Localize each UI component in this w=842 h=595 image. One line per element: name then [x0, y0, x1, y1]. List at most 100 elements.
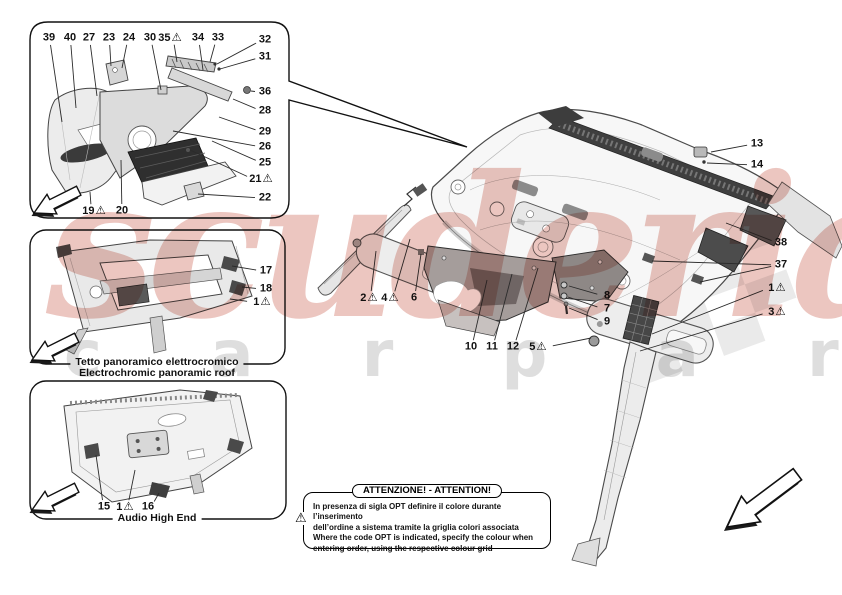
part-number: 22 [258, 191, 272, 204]
callout-pillar_trims-24: 24 [123, 32, 135, 44]
direction-arrow-box1 [31, 185, 82, 217]
warning-triangle-icon: ⚠ [171, 30, 182, 44]
leader-line [394, 238, 411, 292]
part-number: 40 [63, 31, 77, 44]
direction-arrow-box2 [29, 332, 80, 364]
part-number: 38 [774, 236, 788, 249]
callout-main-11: 11 [486, 341, 498, 353]
callout-pillar_trims-26: 26 [258, 140, 272, 153]
part-number: 17 [259, 264, 273, 277]
rear-corner-brackets [641, 181, 842, 285]
leader-line [209, 44, 216, 63]
overhead-console-bracket [423, 245, 629, 337]
part-number: 7 [603, 302, 611, 315]
leader-line [552, 337, 592, 347]
audio-high-end-box [29, 380, 287, 520]
part-number: 26 [258, 140, 272, 153]
part-number: 23 [102, 31, 116, 44]
attention-line: dell’ordine a sistema tramite la griglia… [313, 522, 519, 532]
callout-main-10: 10 [464, 340, 478, 353]
callout-audio_high_end-15: 15 [98, 501, 110, 513]
leader-line [494, 273, 513, 341]
part-number: 1 [768, 282, 775, 294]
leader-line [651, 260, 772, 266]
leader-line [231, 265, 257, 271]
leader-line [219, 58, 256, 70]
callout-pillar_trims-29: 29 [259, 126, 271, 138]
part-number: 8 [603, 289, 611, 302]
part-number: 1 [253, 296, 260, 308]
callout-panoramic_roof-1: 1⚠ [253, 295, 270, 308]
part-number: 20 [115, 204, 129, 217]
callout-pillar_trims-22: 22 [258, 191, 272, 204]
part-number: 5 [529, 341, 536, 353]
part-number: 19 [82, 205, 95, 217]
leader-line [211, 140, 256, 161]
callout-pillar_trims-23: 23 [102, 31, 116, 44]
leader-line [121, 44, 128, 69]
part-number: 9 [603, 315, 611, 328]
callout-pillar_trims-19: 19⚠ [82, 203, 106, 217]
leader-line [706, 162, 748, 166]
leader-line [95, 454, 103, 501]
leader-line [241, 286, 257, 289]
warning-triangle-icon: ⚠ [95, 203, 106, 217]
callout-pillar_trims-39: 39 [42, 31, 56, 44]
leader-line [568, 307, 598, 321]
callout-pillar_trims-30: 30 [144, 32, 156, 44]
part-number: 25 [258, 156, 272, 169]
attention-line: In presenza di sigla OPT definire il col… [313, 502, 502, 522]
callout-pillar_trims-31: 31 [259, 51, 271, 63]
attention-text: In presenza di sigla OPT definire il col… [304, 493, 550, 554]
part-number: 4 [381, 292, 388, 304]
panoramic-roof-caption-en: Electrochromic panoramic roof [79, 367, 235, 380]
part-number: 36 [258, 85, 272, 98]
leader-line [128, 469, 136, 501]
leader-line [229, 298, 248, 302]
leader-line [70, 44, 77, 109]
attention-line: entering order, using the respective col… [313, 543, 493, 553]
part-number: 6 [410, 291, 418, 304]
leader-line [109, 44, 112, 67]
warning-triangle-icon: ⚠ [536, 339, 547, 353]
callout-panoramic_roof-18: 18 [259, 282, 273, 295]
callout-pillar_trims-20: 20 [115, 204, 129, 217]
attention-note: ATTENZIONE! - ATTENTION! ⚠ In presenza d… [295, 484, 551, 553]
leader-line [515, 267, 539, 341]
part-number: 18 [259, 282, 273, 295]
leader-line [568, 285, 598, 295]
leader-line [216, 42, 257, 65]
leader-line [172, 130, 256, 147]
leader-line [189, 149, 248, 177]
callout-audio_high_end-1: 1⚠ [116, 499, 134, 513]
audio-high-end-caption: Audio High End [112, 513, 202, 525]
part-number: 16 [141, 500, 155, 513]
part-number: 32 [258, 33, 272, 46]
callout-main-13: 13 [751, 138, 763, 150]
callout-pillar_trims-36: 36 [258, 85, 272, 98]
warning-triangle-icon: ⚠ [123, 499, 134, 513]
direction-arrow-box3 [29, 482, 80, 514]
part-number: 39 [42, 31, 56, 44]
callout-main-4: 4⚠ [381, 290, 399, 304]
warning-triangle-icon: ⚠ [388, 290, 399, 304]
part-number: 14 [750, 158, 764, 171]
callout-main-38: 38 [774, 236, 788, 249]
callout-main-14: 14 [750, 158, 764, 171]
warning-triangle-icon: ⚠ [775, 304, 786, 318]
callout-pillar_trims-34: 34 [191, 31, 205, 44]
part-number: 10 [464, 340, 478, 353]
part-number: 34 [191, 31, 205, 44]
callout-main-6: 6 [410, 291, 418, 304]
leader-line [415, 253, 422, 292]
leader-line [567, 296, 598, 308]
part-number: 37 [774, 258, 788, 271]
warning-triangle-icon: ⚠ [262, 171, 273, 185]
pillar-trims-box [29, 21, 468, 219]
leader-line [50, 44, 63, 123]
warning-triangle-icon: ⚠ [775, 280, 786, 294]
leader-line [89, 191, 92, 205]
